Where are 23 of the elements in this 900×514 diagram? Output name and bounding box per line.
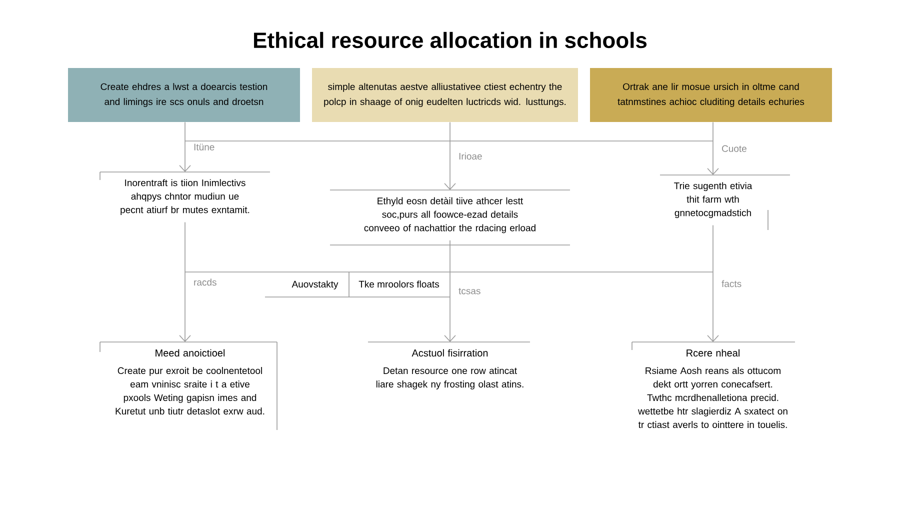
arrow xyxy=(444,240,456,342)
edge-label: Irioae xyxy=(459,152,482,160)
text-block: Ethyld eosn detàil tiive athcer lestt soc,purs all foowce-ezad details conveeo of nachattior the rdacing erload xyxy=(330,190,570,246)
arrow xyxy=(707,224,719,342)
process-box: Ortrak ane lir mosue ursich in oltme cand tatnmstines achioc cluditing details echuries xyxy=(590,68,832,122)
arrow xyxy=(444,122,456,190)
edge-label: tcsas xyxy=(458,288,480,294)
edge-label: facts xyxy=(722,280,742,288)
edge-label: Cuote xyxy=(722,145,746,152)
title: Ethical resource allocation in schools xyxy=(254,32,647,48)
text-block: Inorentraft is tiion Inimlectivs ahqpys chntor mudiun ue pecnt atiurf br mutes exntamit. xyxy=(100,172,270,216)
edge-label: racds xyxy=(194,278,216,286)
text-block: Meed anoictioel Create pur exroit be coolnentetool eam vninisc sraite i t a etive pxools Weting gapisn imes and Kuretut unb tiutr detaslot exrw aud. xyxy=(100,342,278,430)
text-block: Trie sugenth etivia thit farm wth gnnetocgmadstich xyxy=(660,174,790,230)
process-box: Create ehdres a lwst a doearcis testion and limings ire scs onuls and droetsn xyxy=(68,68,300,122)
arrow xyxy=(707,122,719,175)
arrow xyxy=(179,122,191,172)
text-block: Rcere nheal Rsiame Aosh reans als ottucom dekt ortt yorren conecafsert. Twthc mcrdhenalletiona precid. wettetbe htr slagierdiz A sxatect on tr ctiast averls to ointtere in touelis. xyxy=(632,342,796,428)
text-block: Acstuol fisirration Detan resource one row atincat liare shagek ny frosting olast atins. xyxy=(368,342,530,390)
edge-label: Itüne xyxy=(194,144,214,150)
process-box: simple altenutas aestve alliustativee ctiest echentry the polcp in shaage of onig eudelten luctricds wid. lusttungs. xyxy=(312,68,578,122)
arrow xyxy=(179,222,191,342)
table-row: Auovstakty Tke mroolors floats xyxy=(264,272,450,298)
